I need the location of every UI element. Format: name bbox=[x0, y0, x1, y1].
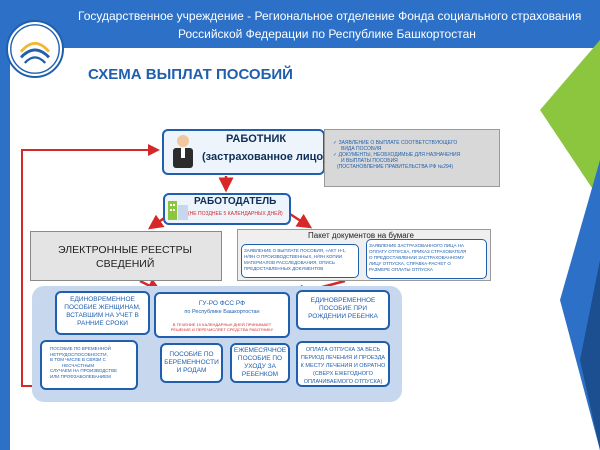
paper-doc-line: ЗАЯВЛЕНИЕ О ВЫПЛАТЕ ПОСОБИЯ, «АКТ Н-1, bbox=[244, 248, 347, 253]
node-text: ПОСОБИЕ ПО bbox=[237, 355, 283, 362]
node-text: РОЖДЕНИИ РЕБЕНКА bbox=[308, 313, 378, 320]
node-pregnancy-benefit: ПОСОБИЕ ПО БЕРЕМЕННОСТИ И РОДАМ bbox=[160, 343, 223, 383]
node-temporary-disability: ПОСОБИЕ ПО ВРЕМЕННОЙ НЕТРУДОСПОСОБНОСТИ,… bbox=[40, 340, 138, 390]
node-text: ОПЛАТА ОТПУСКА ЗА ВЕСЬ bbox=[305, 347, 381, 353]
building-icon bbox=[168, 201, 188, 220]
left-accent-bar bbox=[0, 48, 10, 450]
node-text: ЕДИНОВРЕМЕННОЕ bbox=[310, 297, 376, 304]
worker-doc-line: (ПОСТАНОВЛЕНИЕ ПРАВИТЕЛЬСТВА РФ №294) bbox=[337, 164, 454, 170]
fss-deadline: В ТЕЧЕНИЕ 10 КАЛЕНДАРНЫХ ДНЕЙ ПРИНИМАЕТ bbox=[172, 322, 272, 327]
paper-doc-line: О ПРЕДОСТАВЛЕНИИ ЗАСТРАХОВАННОМУ bbox=[369, 255, 465, 260]
fss-deadline: РЕШЕНИЕ И ПЕРЕЧИСЛЯЕТ СРЕДСТВА РАБОТНИКУ bbox=[170, 327, 274, 332]
node-monthly-childcare: ЕЖЕМЕСЯЧНОЕ ПОСОБИЕ ПО УХОДУ ЗА РЕБЕНКОМ bbox=[230, 343, 290, 383]
electronic-registers-label-2: СВЕДЕНИЙ bbox=[96, 258, 155, 270]
node-text: ПОСОБИЕ ПРИ bbox=[318, 305, 368, 312]
node-text: К МЕСТУ ЛЕЧЕНИЯ И ОБРАТНО bbox=[300, 363, 386, 369]
node-text: В ТОМ ЧИСЛЕ В СВЯЗИ С bbox=[50, 357, 106, 362]
decorative-triangles bbox=[540, 40, 600, 450]
fss-title: ГУ-РО ФСС РФ bbox=[198, 300, 246, 307]
node-birth-benefit: ЕДИНОВРЕМЕННОЕ ПОСОБИЕ ПРИ РОЖДЕНИИ РЕБЕ… bbox=[296, 290, 390, 330]
electronic-registers-box bbox=[30, 231, 222, 281]
paper-doc-line: МАТЕРИАЛОВ РАССЛЕДОВАНИЯ, ОПИСЬ bbox=[244, 260, 335, 265]
employer-title: РАБОТОДАТЕЛЬ bbox=[194, 196, 277, 207]
node-text: БЕРЕМЕННОСТИ bbox=[164, 359, 219, 366]
node-text: ЕДИНОВРЕМЕННОЕ bbox=[70, 296, 135, 303]
worker-doc-line: ✓ ЗАЯВЛЕНИЕ О ВЫПЛАТЕ СООТВЕТСТВУЮЩЕГО bbox=[333, 140, 458, 146]
header-organization-line1: Государственное учреждение - Регионально… bbox=[78, 9, 582, 23]
worker-person-icon bbox=[173, 135, 193, 168]
paper-doc-line: ЛИЦУ ОТПУСКА, СПРАВКА-РАСЧЕТ О bbox=[369, 261, 451, 266]
node-text: ПОСОБИЕ ЖЕНЩИНАМ, bbox=[64, 304, 141, 311]
node-text: РЕБЕНКОМ bbox=[241, 371, 279, 378]
node-text: (СВЕРХ ЕЖЕГОДНОГО bbox=[313, 371, 373, 377]
node-text: ИЛИ ПРОФЗАБОЛЕВАНИЕМ bbox=[50, 373, 111, 379]
paper-doc-line: РАЗМЕРЕ ОПЛАТЫ ОТПУСКА bbox=[369, 267, 433, 272]
node-vacation-payment: ОПЛАТА ОТПУСКА ЗА ВЕСЬ ПЕРИОД ЛЕЧЕНИЯ И … bbox=[296, 341, 390, 387]
node-text: ПЕРИОД ЛЕЧЕНИЯ И ПРОЕЗДА bbox=[300, 355, 386, 361]
electronic-registers-label: ЭЛЕКТРОННЫЕ РЕЕСТРЫ bbox=[58, 244, 192, 256]
node-text: НЕТРУДОСПОСОБНОСТИ, bbox=[50, 351, 108, 357]
node-text: ПОСОБИЕ ПО bbox=[169, 351, 214, 358]
node-text: СЛУЧАЕМ НА ПРОИЗВОДСТВЕ bbox=[50, 368, 118, 373]
node-text: ВСТАВШИМ НА УЧЕТ В bbox=[66, 312, 139, 319]
paper-doc-line: ОПЛАТУ ОТПУСКА, ПРИКАЗ СТРАХОВАТЕЛЯ bbox=[369, 249, 467, 254]
worker-subtitle: (застрахованное лицо) bbox=[202, 151, 327, 163]
node-text: РАННИЕ СРОКИ bbox=[77, 320, 128, 327]
employer-deadline: (НЕ ПОЗДНЕЕ 5 КАЛЕНДАРНЫХ ДНЕЙ) bbox=[188, 211, 283, 217]
paper-left-docs: ЗАЯВЛЕНИЕ О ВЫПЛАТЕ ПОСОБИЯ, «АКТ Н-1, Н… bbox=[241, 244, 359, 278]
node-text: НЕСЧАСТНЫМ bbox=[62, 362, 95, 368]
node-text: ПОСОБИЕ ПО ВРЕМЕННОЙ bbox=[50, 346, 111, 351]
node-text: ЕЖЕМЕСЯЧНОЕ bbox=[233, 347, 287, 354]
worker-doc-line: ВИДА ПОСОБИЯ bbox=[341, 146, 382, 152]
node-text: И РОДАМ bbox=[176, 367, 207, 374]
header-organization-line2: Российской Федерации по Республике Башко… bbox=[178, 27, 476, 41]
worker-documents-box: ✓ ЗАЯВЛЕНИЕ О ВЫПЛАТЕ СООТВЕТСТВУЮЩЕГО В… bbox=[324, 129, 500, 187]
paper-package-title: Пакет документов на бумаге bbox=[308, 231, 414, 240]
fss-logo-icon bbox=[6, 20, 64, 78]
paper-doc-line: Н/ФН О ПРОИЗВОДСТВЕННЫХ, Н/ФН КОПИИ bbox=[244, 254, 343, 259]
node-text: УХОДУ ЗА bbox=[244, 363, 276, 370]
page-title: СХЕМА ВЫПЛАТ ПОСОБИЙ bbox=[88, 66, 293, 83]
paper-doc-line: ЗАЯВЛЕНИЕ ЗАСТРАХОВАННОГО ЛИЦА НА bbox=[369, 243, 464, 248]
worker-title: РАБОТНИК bbox=[226, 133, 287, 145]
fss-subtitle: по Республике Башкортостан bbox=[184, 309, 260, 315]
header-bar bbox=[0, 0, 600, 48]
node-fss-center: ГУ-РО ФСС РФ по Республике Башкортостан … bbox=[154, 292, 290, 338]
node-text: ОПЛАЧИВАЕМОГО ОТПУСКА) bbox=[303, 379, 383, 385]
node-early-registration: ЕДИНОВРЕМЕННОЕ ПОСОБИЕ ЖЕНЩИНАМ, ВСТАВШИ… bbox=[55, 291, 150, 335]
worker-doc-line: И ВЫПЛАТЫ ПОСОБИЯ bbox=[341, 158, 398, 164]
paper-right-docs: ЗАЯВЛЕНИЕ ЗАСТРАХОВАННОГО ЛИЦА НА ОПЛАТУ… bbox=[366, 239, 487, 279]
paper-doc-line: ПРЕДОСТАВЛЕННЫХ ДОКУМЕНТОВ bbox=[244, 266, 324, 271]
worker-doc-line: ✓ ДОКУМЕНТЫ, НЕОБХОДИМЫЕ ДЛЯ НАЗНАЧЕНИЯ bbox=[333, 152, 461, 158]
